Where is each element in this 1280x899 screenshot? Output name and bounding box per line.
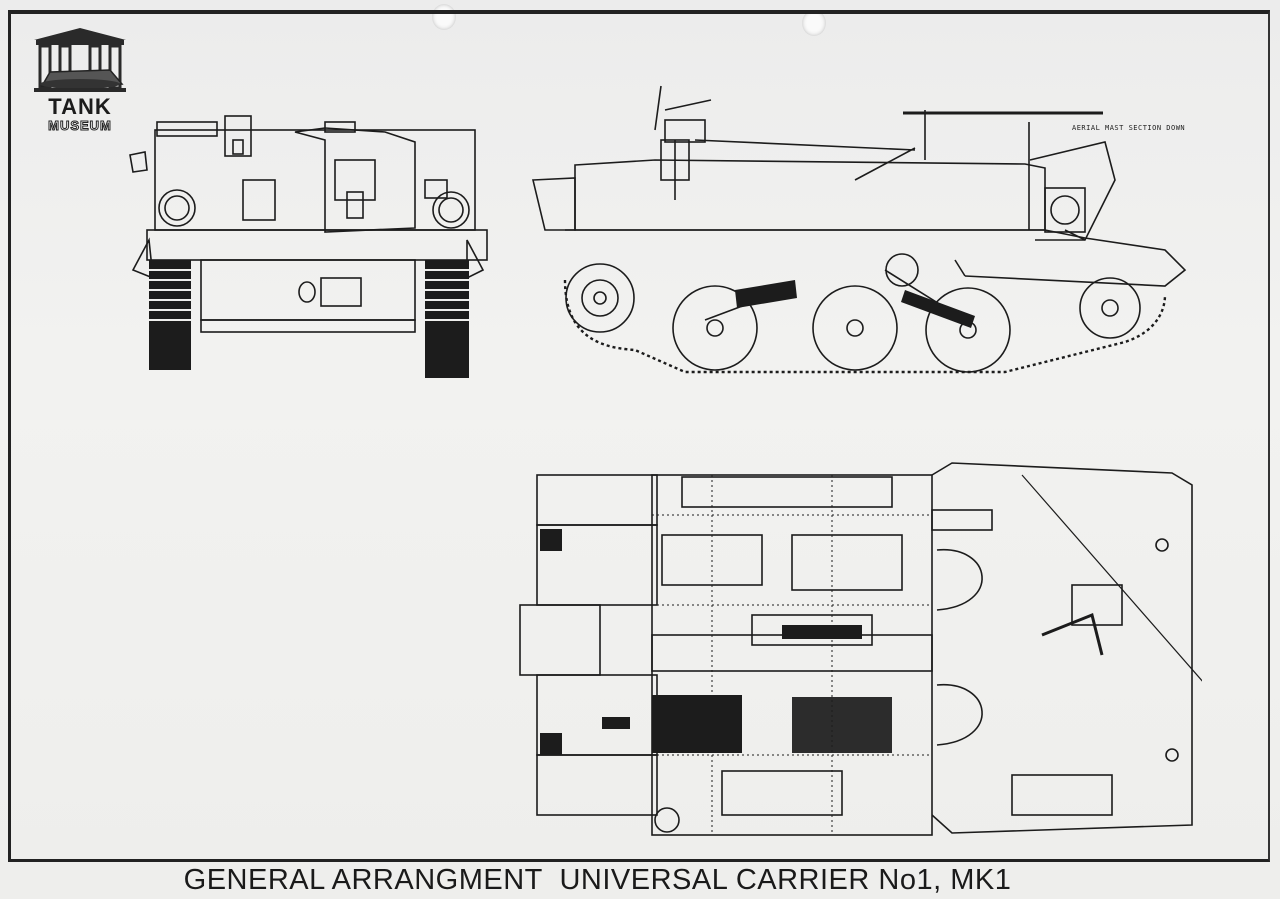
punch-hole	[432, 4, 456, 30]
drawing-frame	[8, 10, 1270, 862]
museum-building-icon	[34, 28, 126, 92]
tank-museum-logo: TANK MUSEUM	[30, 26, 130, 136]
drawing-title: GENERAL ARRANGMENT UNIVERSAL CARRIER No1…	[183, 864, 1012, 896]
punch-hole	[802, 10, 826, 36]
aerial-mast-annotation: AERIAL MAST SECTION DOWN	[1072, 124, 1186, 132]
front-view-drawing	[129, 115, 488, 378]
plan-view-drawing	[519, 462, 1202, 836]
side-view-drawing	[531, 85, 1187, 374]
logo-museum-text: MUSEUM	[48, 118, 112, 134]
logo-tank-text: TANK	[48, 94, 112, 119]
